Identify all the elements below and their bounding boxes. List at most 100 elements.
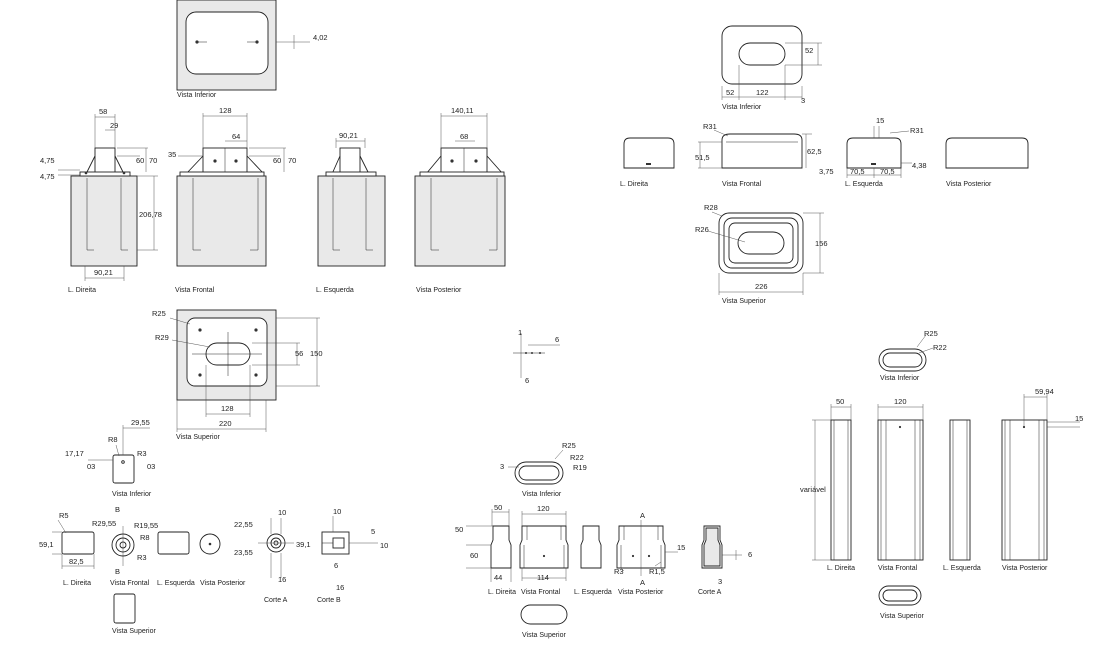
label-vista-posterior: Vista Posterior: [416, 287, 462, 294]
dim-1: 1: [518, 328, 522, 337]
dim-4-02: 4,02: [313, 33, 328, 42]
small-detail: 1 6 6: [513, 328, 560, 385]
dim-17-17: 17,17: [65, 449, 84, 458]
cap-right-side-view: L. Direita: [620, 137, 675, 188]
dim-52-a: 52: [805, 46, 813, 55]
dim-r8: R8: [108, 435, 118, 444]
base-bottom-view: 4,02 Vista Inferior: [176, 0, 328, 99]
dim-90-21: 90,21: [94, 268, 113, 277]
dim-4-75-a: 4,75: [40, 156, 55, 165]
post-bottom-view: R25 R22 Vista Inferior: [878, 329, 947, 382]
label-post-l-esquerda: L. Esquerda: [943, 565, 981, 572]
dim-70-5-b: 70,5: [880, 167, 895, 176]
dim-60-sleeve: 60: [470, 551, 478, 560]
dim-15-sleeve: 15: [677, 543, 685, 552]
dim-6-a: 6: [555, 335, 559, 344]
label-vista-frontal: Vista Frontal: [175, 287, 215, 294]
dim-120-post: 120: [894, 397, 907, 406]
dim-6-b: 6: [525, 376, 529, 385]
dim-39-1: 39,1: [296, 540, 311, 549]
dim-120-sleeve: 120: [537, 504, 550, 513]
base-front-view: 128 64 35 60 70 Vista Frontal: [168, 106, 296, 294]
dim-10-b: 10: [333, 507, 341, 516]
label-cap-l-direita: L. Direita: [620, 181, 648, 188]
dim-122: 122: [756, 88, 769, 97]
dim-82-5: 82,5: [69, 557, 84, 566]
label-post-vista-inferior: Vista Inferior: [880, 375, 920, 382]
dim-5: 5: [371, 527, 375, 536]
label-pin-l-direita: L. Direita: [63, 580, 91, 587]
dim-3-sleeve: 3: [500, 462, 504, 471]
post-right-side-view: 50 variável L. Direita: [800, 397, 855, 572]
pin-left-side-view: L. Esquerda: [157, 531, 195, 587]
dim-r25-post: R25: [924, 329, 938, 338]
cap-front-view: R31 51,5 62,5 Vista Frontal: [695, 122, 822, 188]
pin-rear-view: Vista Posterior: [199, 533, 246, 587]
dim-70-b: 70: [288, 156, 296, 165]
sleeve-bottom-view: 3 R25 R22 R19 Vista Inferior: [500, 441, 587, 498]
base-right-side-view: 58 29 60 70 4,75 4,75 206,78 90,21 L. Di…: [40, 107, 162, 294]
pin-bottom-view: 29,55 R8 R3 17,17 03 03 Vista Inferior: [65, 418, 155, 498]
sleeve-section-a: 6 3 Corte A: [698, 525, 752, 596]
dim-50-post: 50: [836, 397, 844, 406]
label-pin-l-esquerda: L. Esquerda: [157, 580, 195, 587]
dim-r22-sleeve: R22: [570, 453, 584, 462]
dim-6-sleeve: 6: [748, 550, 752, 559]
dim-r31-a: R31: [703, 122, 717, 131]
dim-r19-55: R19,55: [134, 521, 158, 530]
dim-128-b: 128: [221, 404, 234, 413]
dim-3-75: 3,75: [819, 167, 834, 176]
label-post-vista-posterior: Vista Posterior: [1002, 565, 1048, 572]
sleeve-top-view: Vista Superior: [520, 604, 568, 639]
dim-114-sleeve: 114: [537, 573, 549, 582]
post-left-side-view: L. Esquerda: [943, 419, 981, 572]
dim-58: 58: [99, 107, 107, 116]
dim-r25: R25: [152, 309, 166, 318]
dim-60: 60: [136, 156, 144, 165]
post-top-view: Vista Superior: [878, 585, 925, 620]
base-left-side-view: 90,21 L. Esquerda: [316, 131, 386, 294]
base-rear-view: 140,11 68 Vista Posterior: [414, 106, 506, 294]
dim-56: 56: [295, 349, 303, 358]
dim-52-b: 52: [726, 88, 734, 97]
dim-r28: R28: [704, 203, 718, 212]
label-pin-corte-a: Corte A: [264, 597, 288, 604]
cap-left-side-view: 15 R31 3,75 70,5 70,5 4,38 L. Esquerda: [819, 116, 927, 188]
label-pin-vista-posterior: Vista Posterior: [200, 580, 246, 587]
label-pin-vista-superior: Vista Superior: [112, 628, 157, 635]
dim-29-55: 29,55: [131, 418, 150, 427]
label-sleeve-vista-superior: Vista Superior: [522, 632, 567, 639]
pin-section-a: 10 22,55 23,55 16 Corte A: [234, 508, 294, 604]
pin-front-view: B B R29,55 R19,55 R8 R3 Vista Frontal: [92, 505, 158, 587]
inner-plate-outline: [185, 11, 269, 75]
dim-29: 29: [110, 121, 118, 130]
dim-70: 70: [149, 156, 157, 165]
label-cap-vista-superior: Vista Superior: [722, 298, 767, 305]
dim-64: 64: [232, 132, 240, 141]
dim-r29: R29: [155, 333, 169, 342]
dim-03-b: 03: [147, 462, 155, 471]
dim-206-78: 206,78: [139, 210, 162, 219]
dim-variavel: variável: [800, 485, 826, 494]
label-sleeve-corte-a: Corte A: [698, 589, 722, 596]
dim-51-5: 51,5: [695, 153, 710, 162]
dim-50-side: 50: [455, 525, 463, 534]
label-sleeve-l-esquerda: L. Esquerda: [574, 589, 612, 596]
dim-70-5-a: 70,5: [850, 167, 865, 176]
label-sleeve-l-direita: L. Direita: [488, 589, 516, 596]
dim-16-a: 16: [278, 575, 286, 584]
dim-150: 150: [310, 349, 323, 358]
dim-3: 3: [801, 96, 805, 105]
pin-section-b: 10 39,1 5 10 6 16 Corte B: [296, 507, 388, 604]
base-top-view: R25 R29 56 150 128 220 Vista Superior: [152, 309, 323, 441]
cap-top-view: R28 R26 156 226 Vista Superior: [695, 203, 828, 305]
dim-b-top: B: [115, 505, 120, 514]
label-pin-corte-b: Corte B: [317, 597, 341, 604]
sleeve-front-view: 120 114 Vista Frontal: [519, 504, 569, 596]
label-l-direita: L. Direita: [68, 287, 96, 294]
dim-15: 15: [876, 116, 884, 125]
dim-156: 156: [815, 239, 828, 248]
dim-4-75-b: 4,75: [40, 172, 55, 181]
dim-10-a: 10: [278, 508, 286, 517]
